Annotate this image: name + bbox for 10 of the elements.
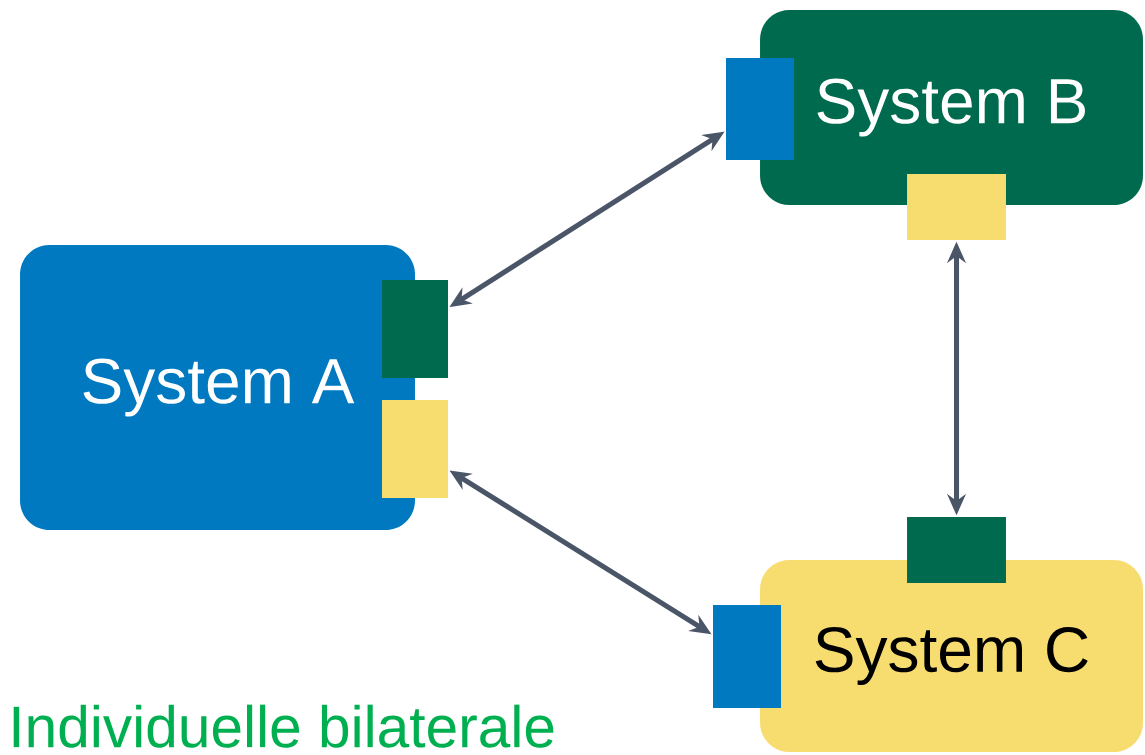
system-box: System A [20,244,415,531]
port-square [713,605,781,708]
port-square [907,517,1006,583]
system-box: System B [760,10,1143,205]
port-square [907,174,1006,240]
port-square [382,280,448,378]
caption-text: Individuelle bilaterale [13,704,554,748]
port-square [382,400,448,498]
port-square [726,58,794,160]
system-box: System C [760,560,1143,752]
